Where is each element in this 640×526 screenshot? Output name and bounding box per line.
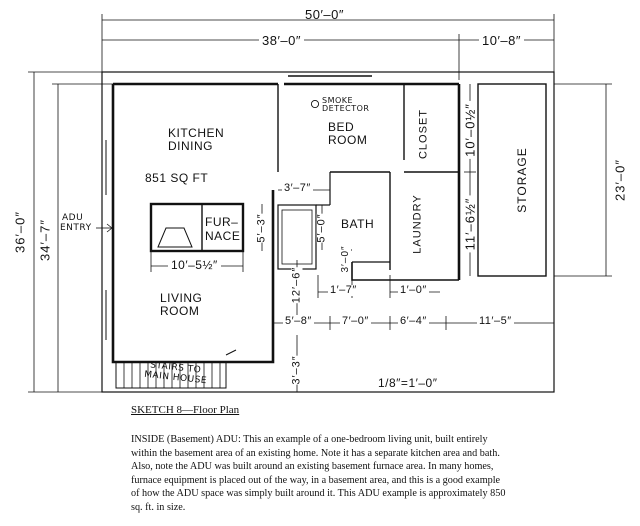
dim-furnace-depth: 5′–3″ — [255, 213, 268, 243]
scale-note: 1/8″=1′–0″ — [378, 376, 438, 390]
room-storage: STORAGE — [515, 147, 529, 213]
room-kitchen-line1: KITCHEN — [168, 126, 225, 140]
dim-left-width: 38′–0″ — [259, 34, 304, 47]
dim-bath-small: 3′–0″ — [340, 245, 351, 273]
dim-total-depth: 36′–0″ — [12, 211, 28, 253]
furnace-line1: FUR– — [205, 215, 239, 229]
room-closet: CLOSET — [417, 108, 430, 160]
room-living-line2: ROOM — [160, 304, 200, 318]
dim-right-width: 10′–8″ — [479, 34, 524, 47]
adu-entry-line1: ADU — [62, 213, 84, 223]
floor-plan-drawing — [28, 14, 612, 393]
figure-caption: SKETCH 8—Floor Plan — [131, 404, 240, 416]
dim-bath-depth: 5′–0″ — [315, 213, 328, 243]
dim-bedroom-depth: 10′–0½″ — [462, 101, 478, 159]
dim-bottom-2: 7′–0″ — [340, 315, 371, 327]
dim-furnace-width: 10′–5½″ — [168, 259, 221, 271]
dim-total-width: 50′–0″ — [305, 7, 344, 22]
dim-stair-seg: 3′–3″ — [290, 355, 303, 385]
furnace-line2: NACE — [205, 229, 241, 243]
smoke-detector-icon — [310, 99, 320, 109]
dim-bottom-3: 6′–4″ — [398, 315, 429, 327]
room-area: 851 SQ FT — [145, 171, 209, 185]
outer-foundation — [101, 71, 555, 393]
dim-living-seg: 12′–6″ — [290, 266, 303, 304]
dim-adu-depth: 34′–7″ — [37, 219, 53, 261]
room-living-line1: LIVING — [160, 291, 203, 305]
dim-storage-depth: 23′–0″ — [612, 159, 628, 201]
dim-bath-width: 3′–7″ — [282, 182, 313, 194]
dim-mid-2: 1′–0″ — [398, 284, 429, 296]
smoke-detector-line2: DETECTOR — [322, 104, 370, 113]
room-laundry: LAUNDRY — [411, 194, 424, 254]
dim-bottom-1: 5′–8″ — [283, 315, 314, 327]
adu-entry-line2: ENTRY — [60, 223, 92, 233]
room-kitchen-line2: DINING — [168, 139, 213, 153]
description-text: INSIDE (Basement) ADU: This an example o… — [131, 434, 506, 513]
smoke-detector-line1: SMOKE — [322, 96, 354, 105]
room-bed-line1: BED — [328, 120, 355, 134]
dim-mid-1: 1′–7″ — [328, 284, 359, 296]
room-bath: BATH — [341, 217, 375, 231]
floor-plan: 50′–0″ 38′–0″ 10′–8″ 36′–0″ 34′–7″ 23′–0… — [12, 7, 628, 393]
room-bed-line2: ROOM — [328, 133, 368, 147]
dim-laundry-depth: 11′–6½″ — [462, 195, 478, 253]
furnace-enclosure — [149, 202, 245, 253]
dim-bottom-4: 11′–5″ — [477, 315, 514, 327]
